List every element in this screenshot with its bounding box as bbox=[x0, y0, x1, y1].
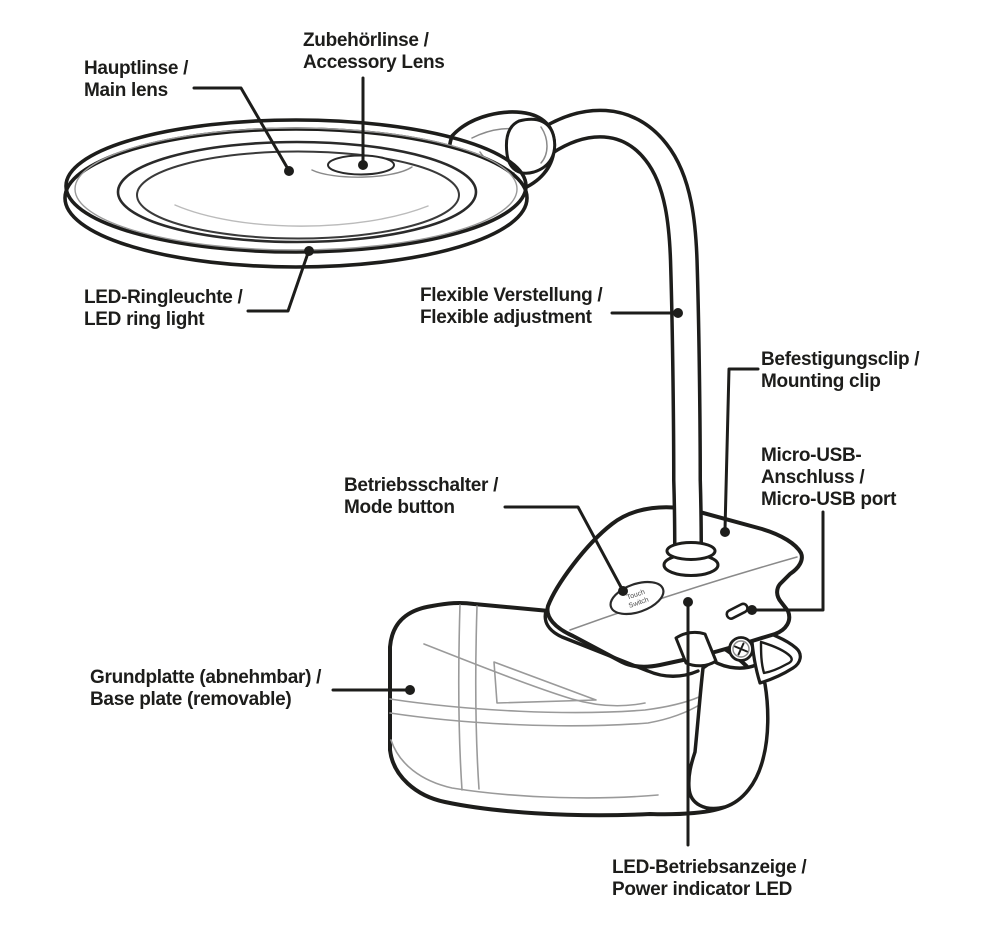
clip-body bbox=[543, 505, 804, 678]
clip-hinge-tab bbox=[674, 630, 718, 668]
label-main-lens-en: Main lens bbox=[84, 80, 168, 101]
label-led-ring-light-en: LED ring light bbox=[84, 309, 205, 330]
clip-lower-jaw bbox=[687, 659, 770, 811]
screw-cross-icon bbox=[734, 642, 748, 656]
led-ring bbox=[116, 140, 478, 244]
label-flexible-adjustment-en: Flexible adjustment bbox=[420, 307, 592, 328]
label-flexible-adjustment-de: Flexible Verstellung / bbox=[420, 285, 603, 306]
label-micro-usb-port-de2: Anschluss / bbox=[761, 467, 865, 488]
label-micro-usb-port-de1: Micro-USB- bbox=[761, 445, 862, 466]
label-main-lens: Hauptlinse / Main lens bbox=[84, 58, 188, 102]
micro-usb-port bbox=[725, 602, 749, 620]
label-base-plate-en: Base plate (removable) bbox=[90, 689, 292, 710]
clip-body-ridge-line bbox=[569, 556, 798, 631]
leader-main-lens bbox=[192, 86, 290, 171]
label-mode-button-en: Mode button bbox=[344, 497, 455, 518]
label-power-indicator-led: LED-Betriebsanzeige / Power indicator LE… bbox=[612, 857, 807, 901]
clip-handle bbox=[749, 626, 802, 685]
gooseneck-collar bbox=[662, 541, 720, 577]
base-panel-seams bbox=[389, 604, 702, 799]
leader-led-ring-light bbox=[246, 251, 310, 313]
leader-dots bbox=[284, 160, 757, 695]
label-mode-button-de: Betriebsschalter / bbox=[344, 475, 499, 496]
label-mode-button: Betriebsschalter / Mode button bbox=[344, 475, 498, 519]
label-base-plate: Grundplatte (abnehmbar) / Base plate (re… bbox=[90, 667, 321, 711]
lens-rim bbox=[64, 118, 528, 254]
label-mounting-clip: Befestigungsclip / Mounting clip bbox=[761, 349, 920, 393]
label-base-plate-de: Grundplatte (abnehmbar) / bbox=[90, 667, 322, 688]
gooseneck bbox=[530, 108, 703, 566]
leader-micro-usb-port bbox=[752, 510, 825, 612]
leader-mode-button bbox=[503, 505, 624, 591]
label-main-lens-de: Hauptlinse / bbox=[84, 58, 189, 79]
label-accessory-lens: Zubehörlinse / Accessory Lens bbox=[303, 30, 445, 74]
leader-mounting-clip bbox=[723, 367, 760, 532]
label-power-indicator-led-de: LED-Betriebsanzeige / bbox=[612, 857, 807, 878]
label-accessory-lens-en: Accessory Lens bbox=[303, 52, 445, 73]
label-mounting-clip-de: Befestigungsclip / bbox=[761, 349, 920, 370]
label-mounting-clip-en: Mounting clip bbox=[761, 371, 881, 392]
main-lens-surface bbox=[136, 150, 460, 240]
label-led-ring-light-de: LED-Ringleuchte / bbox=[84, 287, 243, 308]
label-micro-usb-port-en: Micro-USB port bbox=[761, 489, 897, 510]
label-flexible-adjustment: Flexible Verstellung / Flexible adjustme… bbox=[420, 285, 603, 329]
label-power-indicator-led-en: Power indicator LED bbox=[612, 879, 793, 900]
label-micro-usb-port: Micro-USB- Anschluss / Micro-USB port bbox=[761, 445, 896, 511]
label-led-ring-light: LED-Ringleuchte / LED ring light bbox=[84, 287, 243, 331]
screw bbox=[728, 636, 754, 662]
label-accessory-lens-de: Zubehörlinse / bbox=[303, 30, 429, 51]
lens-head bbox=[63, 118, 529, 269]
leader-lines bbox=[192, 76, 825, 847]
